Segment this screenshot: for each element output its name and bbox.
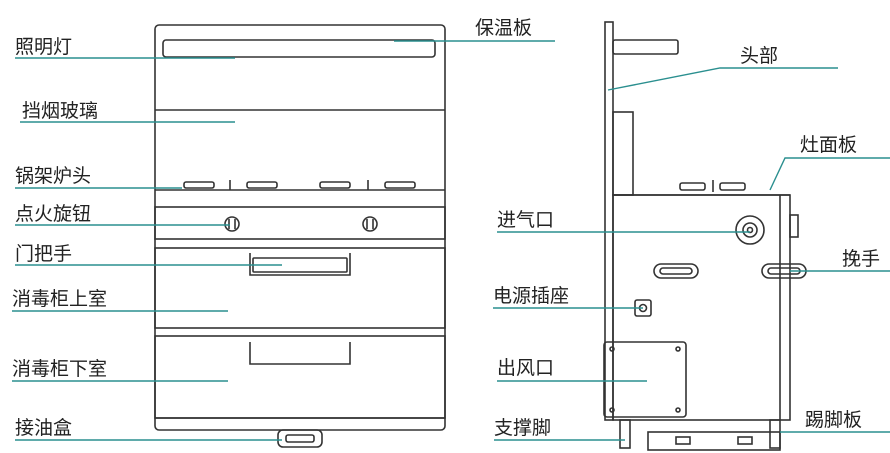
label-head: 头部: [740, 45, 778, 67]
lighting-lamp-shape: [162, 39, 436, 58]
label-hand-grip: 挽手: [842, 248, 880, 270]
leader-lines: [12, 40, 890, 441]
control-panel: [154, 206, 446, 240]
air-inlet-shape: [735, 215, 765, 245]
label-warming-plate: 保温板: [475, 17, 532, 39]
warming-plate-shape: [612, 39, 679, 55]
side-view: [603, 21, 807, 451]
front-view: [154, 24, 446, 448]
side-burner: [679, 180, 746, 192]
label-air-outlet: 出风口: [497, 357, 554, 379]
label-oil-box: 接油盒: [15, 417, 72, 439]
burner-right: [319, 180, 416, 190]
label-power-socket: 电源插座: [493, 285, 569, 307]
support-foot-left: [619, 419, 631, 449]
lower-chamber-door: [154, 335, 446, 419]
label-pot-rack-burner: 锅架炉头: [15, 165, 91, 187]
support-foot-right: [769, 419, 781, 449]
label-support-foot: 支撑脚: [494, 417, 551, 439]
label-lower-chamber: 消毒柜下室: [12, 358, 107, 380]
label-ignition-knob: 点火旋钮: [15, 203, 91, 225]
label-lighting-lamp: 照明灯: [15, 36, 72, 58]
upper-chamber-door: [154, 247, 446, 329]
kick-plate-shape: [647, 431, 781, 451]
label-stove-panel: 灶面板: [800, 134, 857, 156]
label-kick-plate: 踢脚板: [805, 409, 862, 431]
ignition-knob-right: [362, 216, 378, 232]
hand-grip-left: [653, 263, 699, 279]
oil-box-handle: [277, 429, 323, 448]
air-outlet-shape: [603, 341, 687, 418]
front-body: [154, 24, 446, 431]
label-upper-chamber: 消毒柜上室: [12, 288, 107, 310]
ignition-knob-left: [224, 216, 240, 232]
burner-left: [183, 180, 278, 190]
label-door-handle: 门把手: [15, 243, 72, 265]
labels: 照明灯 挡烟玻璃 锅架炉头 点火旋钮 门把手 消毒柜上室 消毒柜下室 接油盒 保…: [12, 17, 880, 439]
label-smoke-glass: 挡烟玻璃: [22, 100, 98, 122]
label-air-inlet: 进气口: [497, 209, 554, 231]
